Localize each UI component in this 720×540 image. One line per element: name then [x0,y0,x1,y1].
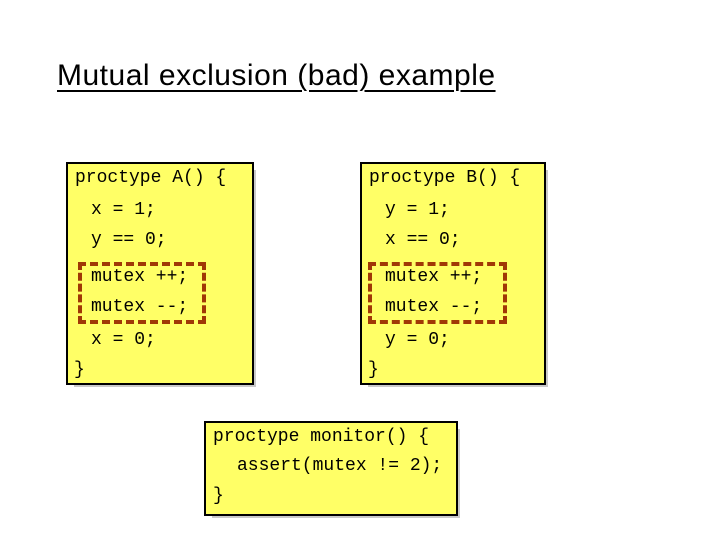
code-line: mutex ++; [385,267,483,287]
code-line: } [213,486,224,506]
code-line: } [74,360,85,380]
code-line: y == 0; [91,230,167,250]
code-line: proctype A() { [75,168,227,188]
mutex-highlight-a [78,262,206,324]
proctype-b-box: proctype B() { y = 1; x == 0; mutex ++; … [360,162,546,385]
code-line: x == 0; [385,230,461,250]
slide-title: Mutual exclusion (bad) example [57,59,496,92]
code-line: proctype monitor() { [213,427,430,447]
mutex-highlight-b [368,262,507,324]
monitor-box: proctype monitor() { assert(mutex != 2);… [204,421,458,516]
code-line: } [368,360,379,380]
proctype-a-box: proctype A() { x = 1; y == 0; mutex ++; … [66,162,254,385]
code-line: proctype B() { [369,168,521,188]
code-line: mutex --; [385,297,483,317]
code-line: x = 1; [91,200,156,220]
code-line: assert(mutex != 2); [237,456,443,476]
code-line: y = 1; [385,200,450,220]
code-line: mutex ++; [91,267,189,287]
code-line: x = 0; [91,330,156,350]
code-line: y = 0; [385,330,450,350]
code-line: mutex --; [91,297,189,317]
